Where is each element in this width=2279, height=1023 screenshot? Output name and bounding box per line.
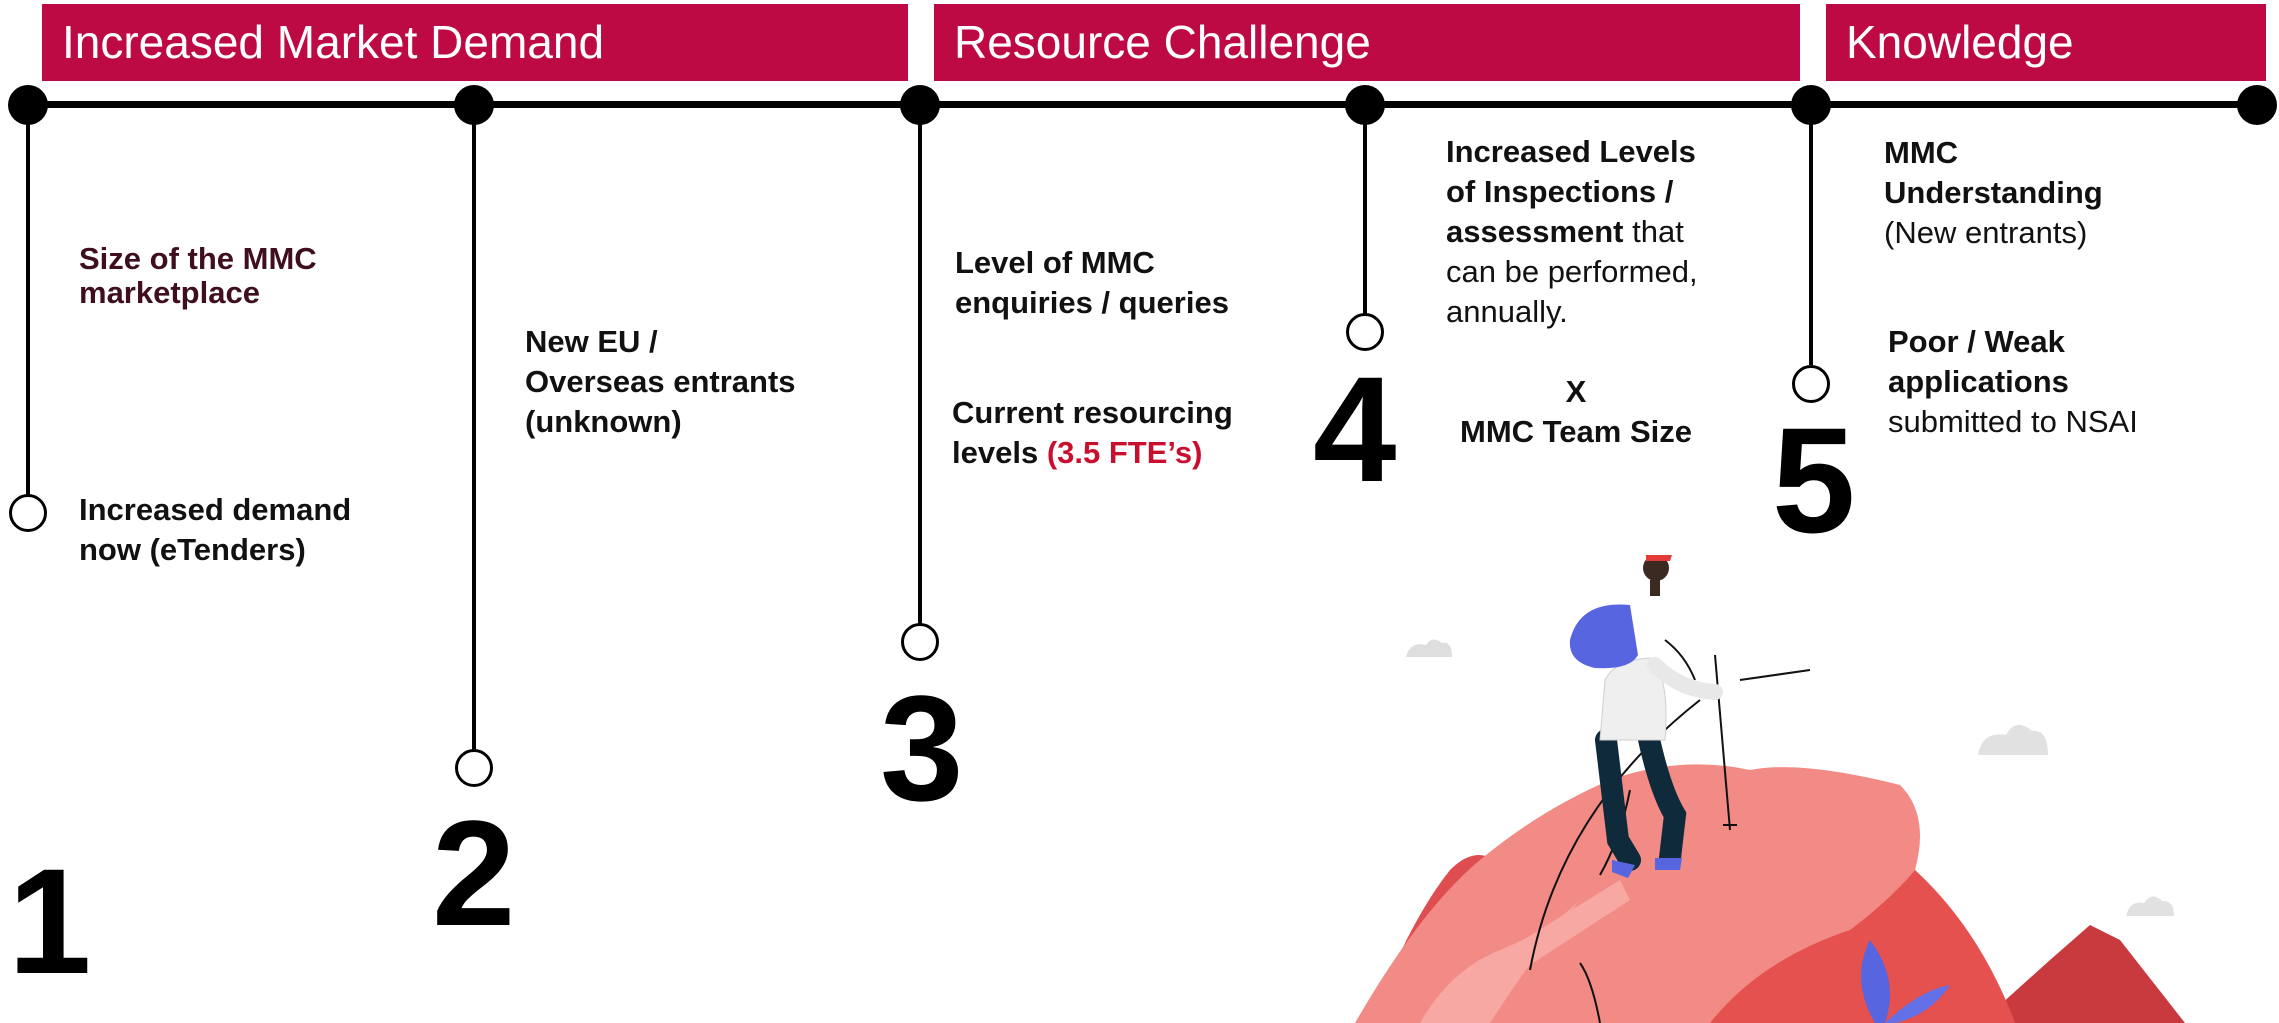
step5-poor-line1: Poor / Weak: [1888, 324, 2065, 359]
hiker-leg-back: [1595, 729, 1641, 871]
step4-line1: Increased Levels: [1446, 134, 1696, 169]
cloud-icon: [2126, 896, 2174, 916]
stem-2: [472, 105, 476, 750]
step-number-4: 4: [1313, 345, 1397, 513]
step3-res-line1: Current resourcing: [952, 395, 1233, 430]
mountain-highlight: [1515, 880, 1630, 965]
hiker-leg-front: [1637, 724, 1687, 869]
step2-line3: (unknown): [525, 404, 682, 439]
stem-4: [1363, 105, 1367, 315]
step-number-3: 3: [880, 664, 964, 832]
step5-und-line3: (New entrants): [1884, 215, 2088, 250]
hiker-shoe: [1655, 858, 1682, 870]
ring-marker-3: [901, 623, 939, 661]
step4-line5: annually.: [1446, 294, 1568, 329]
step2-line2: Overseas entrants: [525, 364, 796, 399]
hiker-torso: [1599, 657, 1667, 741]
banner-increased-market-demand: Increased Market Demand: [42, 4, 908, 81]
step1-size-text: Size of the MMC marketplace: [79, 242, 317, 310]
step-number-5: 5: [1772, 396, 1856, 564]
step4-line4: can be performed,: [1446, 254, 1698, 289]
leaf-icon: [1885, 985, 1950, 1023]
ring-marker-1: [9, 494, 47, 532]
step3-enq-line2: enquiries / queries: [955, 285, 1229, 320]
hiker-cap: [1646, 555, 1672, 561]
step5-applications-text: Poor / Weak applications submitted to NS…: [1888, 322, 2138, 442]
cloud-icon: [1406, 639, 1452, 657]
step4-line3-bold: assessment: [1446, 214, 1624, 249]
step5-understanding-text: MMC Understanding (New entrants): [1884, 133, 2103, 253]
step1-demand-text: Increased demand now (eTenders): [79, 490, 351, 570]
hiker-head: [1643, 555, 1669, 581]
step5-poor-line2: applications: [1888, 364, 2069, 399]
step3-fte-value: (3.5 FTE’s): [1046, 435, 1203, 470]
motion-line: [1579, 962, 1601, 1023]
hiker-neck: [1650, 580, 1660, 596]
banner-resource-challenge: Resource Challenge: [934, 4, 1800, 81]
banner-knowledge: Knowledge: [1826, 4, 2266, 81]
step2-entrants-text: New EU / Overseas entrants (unknown): [525, 322, 796, 442]
backpack-icon: [1569, 604, 1638, 669]
hiker-arm: [1647, 657, 1723, 700]
stem-3: [918, 105, 922, 625]
step4-line3-rest: that: [1623, 214, 1684, 249]
step5-poor-line3: submitted to NSAI: [1888, 404, 2138, 439]
stem-5: [1809, 105, 1813, 365]
hiker-mountain-illustration: [1355, 555, 2185, 1023]
stem-1: [26, 105, 30, 495]
step1-size-line2: marketplace: [79, 275, 260, 310]
step2-line1: New EU /: [525, 324, 658, 359]
trekking-pole: [1714, 654, 1731, 831]
step4-multiplier: X: [1565, 374, 1587, 409]
hiker-shoe: [1612, 860, 1635, 878]
step4-inspections-text: Increased Levels of Inspections / assess…: [1446, 132, 1698, 332]
step5-und-line1: MMC: [1884, 135, 1959, 170]
motion-line: [1664, 639, 1696, 681]
step-number-1: 1: [8, 837, 92, 1005]
step3-res-line2: levels (3.5 FTE’s): [952, 433, 1233, 473]
ring-marker-2: [455, 749, 493, 787]
step1-size-line1: Size of the MMC: [79, 241, 317, 276]
ring-marker-4: [1346, 313, 1384, 351]
step4-line3: assessment that: [1446, 212, 1698, 252]
timeline-line: [28, 101, 2260, 108]
cloud-icon: [1978, 724, 2048, 755]
timeline-node-end: [2237, 85, 2277, 125]
leaf-icon: [1861, 940, 1890, 1023]
step5-und-line2: Understanding: [1884, 175, 2103, 210]
step4-team-text: X MMC Team Size: [1446, 372, 1706, 452]
step3-res-line2-a: levels: [952, 435, 1047, 470]
step-number-2: 2: [432, 789, 516, 957]
step3-enq-line1: Level of MMC: [955, 245, 1155, 280]
mountain-shadow: [1710, 870, 2015, 1023]
step1-demand-line1: Increased demand: [79, 492, 352, 527]
ring-marker-5: [1792, 365, 1830, 403]
mountain-dark-peak: [1980, 925, 2185, 1023]
step3-enquiries-text: Level of MMC enquiries / queries: [955, 243, 1229, 323]
step1-demand-line2: now (eTenders): [79, 532, 306, 567]
step4-team: MMC Team Size: [1460, 414, 1692, 449]
step3-resourcing-text: Current resourcing levels (3.5 FTE’s): [952, 393, 1233, 473]
step4-line2: of Inspections /: [1446, 174, 1674, 209]
motion-line: [1739, 669, 1811, 681]
